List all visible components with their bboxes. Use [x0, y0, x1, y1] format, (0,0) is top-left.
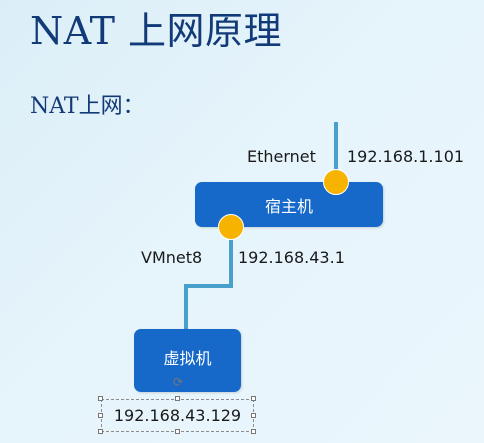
- vmnet8-ip: 192.168.43.1: [238, 248, 345, 267]
- vm-label: 虚拟机: [163, 348, 212, 368]
- resize-handle-tr[interactable]: [251, 396, 256, 401]
- ethernet-interface-dot: [323, 169, 349, 195]
- link-horizontal: [184, 284, 233, 288]
- vm-ip: 192.168.43.129: [113, 406, 242, 425]
- section-heading: NAT上网：: [30, 94, 145, 119]
- host-node: 宿主机: [195, 182, 383, 227]
- resize-handle-ml[interactable]: [98, 413, 103, 418]
- ethernet-ip: 192.168.1.101: [347, 147, 465, 166]
- ethernet-label: Ethernet: [247, 147, 316, 166]
- resize-handle-br[interactable]: [251, 429, 256, 434]
- page-title: NAT 上网原理: [30, 9, 283, 53]
- rotate-icon[interactable]: ⟳: [172, 375, 184, 389]
- resize-handle-bm[interactable]: [175, 429, 180, 434]
- resize-handle-mr[interactable]: [251, 413, 256, 418]
- resize-handle-bl[interactable]: [98, 429, 103, 434]
- host-label: 宿主机: [264, 196, 313, 216]
- vm-ip-textbox[interactable]: 192.168.43.129: [101, 399, 254, 432]
- resize-handle-tl[interactable]: [98, 396, 103, 401]
- vm-node: 虚拟机: [134, 329, 241, 392]
- resize-handle-tm[interactable]: [175, 396, 180, 401]
- link-vertical-upper: [229, 226, 233, 288]
- uplink-line: [334, 122, 338, 184]
- link-vertical-lower: [184, 284, 188, 330]
- vmnet8-label: VMnet8: [141, 248, 203, 267]
- vmnet8-interface-dot: [218, 214, 244, 240]
